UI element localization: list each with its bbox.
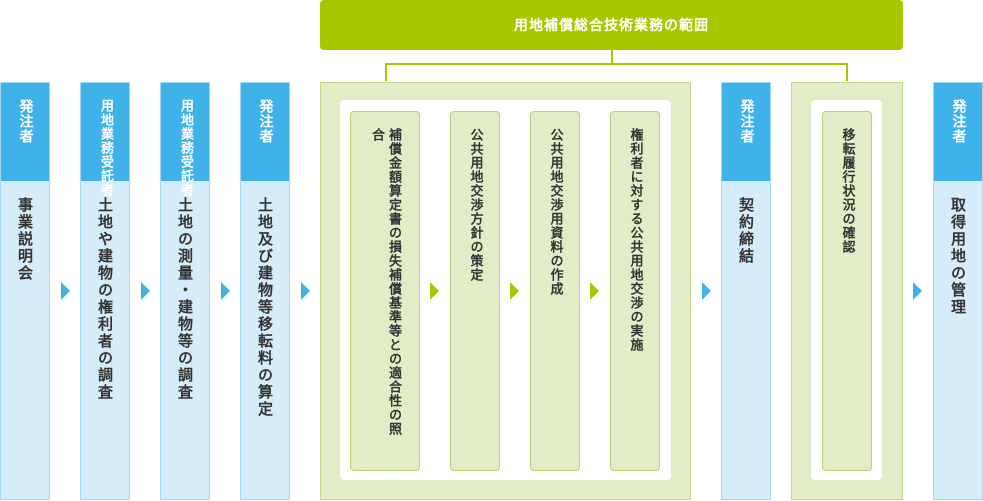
- bracket-right-leg: [846, 63, 848, 81]
- step-4-body: 土地及び建物等移転料の算定: [241, 181, 289, 499]
- arrow-right-icon: [221, 282, 230, 300]
- step-4-label: 土地及び建物等移転料の算定: [256, 197, 274, 418]
- step-1-head: 発注者: [1, 83, 49, 181]
- arrow-right-icon: [510, 282, 519, 300]
- scope-task-4-label: 権利者に対する公共用地交渉の実施: [627, 128, 643, 352]
- scope-task-4: 権利者に対する公共用地交渉の実施: [610, 111, 660, 471]
- scope-task-2-label: 公共用地交渉方針の策定: [467, 128, 483, 282]
- step-1-column: 発注者 事業説明会: [0, 82, 50, 500]
- step-3-head: 用地業務受託者: [161, 83, 209, 197]
- arrow-right-icon: [913, 282, 922, 300]
- arrow-right-icon: [61, 282, 70, 300]
- step-5-column: 発注者 契約締結: [721, 82, 771, 500]
- step-4-role: 発注者: [257, 99, 274, 144]
- bracket-stem: [611, 50, 613, 64]
- step-5-label: 契約締結: [737, 197, 755, 265]
- step-2-column: 用地業務受託者 土地や建物の権利者の調査: [80, 82, 130, 500]
- step-6-body: 取得用地の管理: [934, 181, 982, 499]
- scope-task-1: 補償金額算定書の損失補償基準等との適合性の照合: [350, 111, 420, 471]
- step-6-head: 発注者: [934, 83, 982, 181]
- step-6-column: 発注者 取得用地の管理: [933, 82, 983, 500]
- step-5-head: 発注者: [722, 83, 770, 181]
- arrow-right-icon: [702, 282, 711, 300]
- scope-task-1-label: 補償金額算定書の損失補償基準等との適合性の照合: [369, 128, 401, 436]
- scope-title-bar: 用地補償総合技術業務の範囲: [320, 0, 903, 50]
- scope-task-3-label: 公共用地交渉用資料の作成: [547, 128, 563, 296]
- step-2-head: 用地業務受託者: [81, 83, 129, 197]
- bracket-horizontal: [385, 63, 847, 65]
- step-2-body: 土地や建物の権利者の調査: [81, 181, 129, 499]
- step-3-role: 用地業務受託者: [178, 99, 193, 197]
- step-2-role: 用地業務受託者: [98, 99, 113, 197]
- step-6-label: 取得用地の管理: [949, 197, 967, 316]
- scope-title: 用地補償総合技術業務の範囲: [514, 18, 709, 34]
- step-3-column: 用地業務受託者 土地の測量・建物等の調査: [160, 82, 210, 500]
- step-3-body: 土地の測量・建物等の調査: [161, 181, 209, 499]
- bracket-left-leg: [385, 63, 387, 81]
- scope-task-2: 公共用地交渉方針の策定: [450, 111, 500, 471]
- arrow-right-icon: [301, 282, 310, 300]
- arrow-right-icon: [590, 282, 599, 300]
- step-3-label: 土地の測量・建物等の調査: [176, 197, 194, 401]
- scope-task-5-label: 移転履行状況の確認: [839, 128, 855, 254]
- step-4-head: 発注者: [241, 83, 289, 181]
- step-1-label: 事業説明会: [16, 197, 34, 282]
- arrow-right-icon: [430, 282, 439, 300]
- step-2-label: 土地や建物の権利者の調査: [96, 197, 114, 401]
- step-5-role: 発注者: [738, 99, 755, 144]
- arrow-right-icon: [141, 282, 150, 300]
- scope-task-5: 移転履行状況の確認: [822, 111, 872, 471]
- step-1-body: 事業説明会: [1, 181, 49, 499]
- step-5-body: 契約締結: [722, 181, 770, 499]
- step-6-role: 発注者: [950, 99, 967, 144]
- scope-task-3: 公共用地交渉用資料の作成: [530, 111, 580, 471]
- step-4-column: 発注者 土地及び建物等移転料の算定: [240, 82, 290, 500]
- step-1-role: 発注者: [17, 99, 34, 144]
